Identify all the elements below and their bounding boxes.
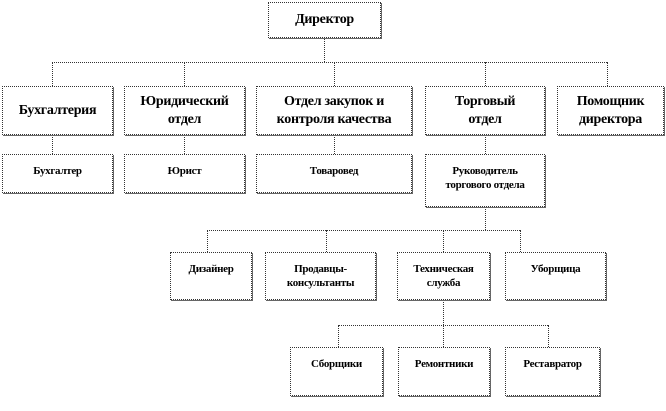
connector xyxy=(52,62,53,86)
connector xyxy=(485,207,486,230)
connector xyxy=(324,38,325,62)
connector xyxy=(52,62,607,63)
connector xyxy=(207,230,208,252)
connector xyxy=(184,62,185,86)
node-accounting: Бухгалтерия xyxy=(2,86,113,135)
connector xyxy=(548,325,549,347)
node-merchandiser: Товаровед xyxy=(256,154,412,193)
connector xyxy=(520,230,521,252)
connector xyxy=(485,62,486,86)
connector xyxy=(326,230,327,252)
node-assemblers: Сборщики xyxy=(290,347,383,396)
connector xyxy=(184,135,185,154)
connector xyxy=(334,62,335,86)
connector xyxy=(443,300,444,325)
node-trade-head: Руководитель торгового отдела xyxy=(425,154,545,207)
connector xyxy=(334,135,335,154)
node-sales-consultants: Продавцы-консультанты xyxy=(265,252,376,300)
node-repairers: Ремонтники xyxy=(398,347,490,396)
connector xyxy=(52,135,53,154)
node-lawyer: Юрист xyxy=(124,154,245,193)
node-trade-dept: Торговый отдел xyxy=(425,86,545,135)
node-tech-service: Техническая служба xyxy=(397,252,490,300)
connector xyxy=(443,230,444,252)
node-restorer: Реставратор xyxy=(505,347,600,396)
node-procurement-dept: Отдел закупок и контроля качества xyxy=(256,86,412,135)
connector xyxy=(485,135,486,154)
node-designer: Дизайнер xyxy=(170,252,252,300)
node-director: Директор xyxy=(268,2,381,38)
connector xyxy=(607,62,608,86)
node-director-assistant: Помощник директора xyxy=(557,86,664,135)
node-cleaner: Уборщица xyxy=(505,252,606,300)
node-accountant: Бухгалтер xyxy=(2,154,113,193)
connector xyxy=(207,230,520,231)
connector xyxy=(338,325,339,347)
node-legal-dept: Юридический отдел xyxy=(124,86,245,135)
connector xyxy=(443,325,444,347)
